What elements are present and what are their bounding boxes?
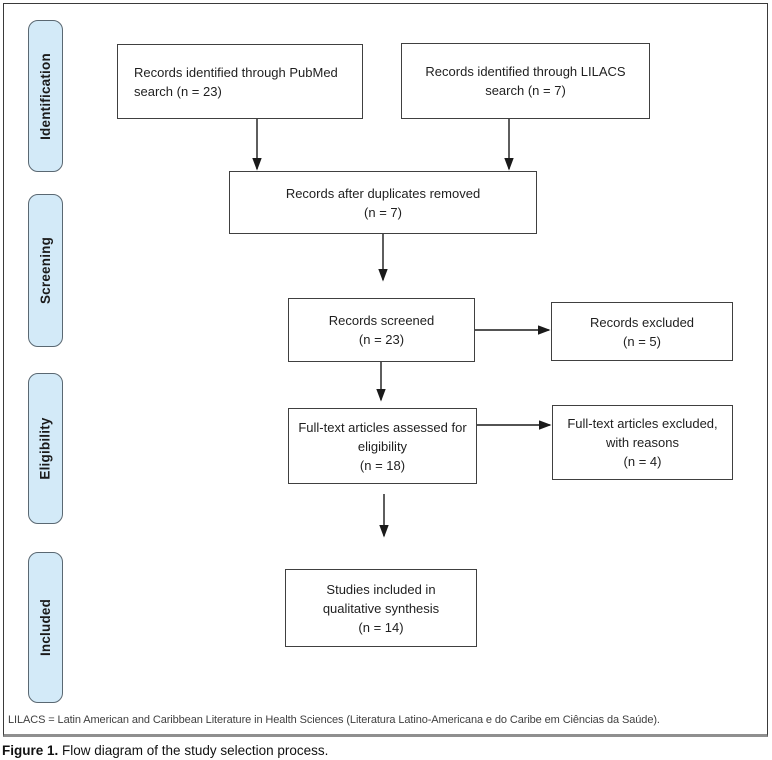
box-duplicates-removed: Records after duplicates removed (n = 7)	[229, 171, 537, 234]
box-text-line: (n = 5)	[623, 333, 661, 349]
box-studies-included: Studies included in qualitative synthesi…	[285, 569, 477, 647]
box-records-excluded: Records excluded (n = 5)	[551, 302, 733, 361]
stage-included-label: Included	[38, 598, 54, 657]
box-text-line: Records screened	[328, 313, 435, 328]
stage-identification-label: Identification	[38, 52, 53, 140]
stage-eligibility: Eligibility	[28, 373, 63, 524]
box-text-line: search (n = 7)	[485, 83, 566, 98]
box-text-line: (n = 7)	[364, 204, 402, 220]
box-text-line: eligibility	[357, 438, 408, 454]
box-text-line: (n = 23)	[358, 332, 405, 347]
box-text-line: Records excluded	[589, 314, 695, 330]
box-text-line: Studies included in	[326, 581, 436, 597]
box-text-line: Records identified through PubMed	[134, 64, 338, 80]
stage-eligibility-label: Eligibility	[38, 417, 53, 480]
box-text-line: Full-text articles assessed for	[298, 419, 467, 435]
box-text-line: (n = 14)	[358, 619, 404, 635]
diagram-footnote: LILACS = Latin American and Caribbean Li…	[8, 714, 660, 726]
stage-identification: Identification	[28, 20, 63, 172]
box-text-line: Records after duplicates removed	[285, 185, 481, 201]
figure-caption: Figure 1. Flow diagram of the study sele…	[2, 743, 770, 758]
box-text-line: with reasons	[606, 435, 679, 450]
box-text-line: (n = 4)	[623, 454, 662, 469]
box-text-line: Full-text articles excluded,	[567, 416, 718, 431]
box-records-pubmed: Records identified through PubMed search…	[117, 44, 363, 119]
stage-screening-label: Screening	[38, 236, 54, 305]
box-fulltext-assessed: Full-text articles assessed for eligibil…	[288, 408, 477, 484]
box-text-line: search (n = 23)	[134, 83, 222, 99]
stage-included: Included	[28, 552, 63, 703]
figure-caption-label: Figure 1.	[2, 743, 59, 758]
box-text-line: (n = 18)	[359, 457, 406, 473]
box-text-line: Records identified through LILACS	[425, 64, 626, 79]
box-records-lilacs: Records identified through LILACS search…	[401, 43, 650, 119]
stage-screening: Screening	[28, 194, 63, 347]
figure-caption-text: Flow diagram of the study selection proc…	[58, 743, 329, 758]
box-records-screened: Records screened (n = 23)	[288, 298, 475, 362]
box-text-line: qualitative synthesis	[322, 600, 440, 616]
box-fulltext-excluded: Full-text articles excluded, with reason…	[552, 405, 733, 480]
